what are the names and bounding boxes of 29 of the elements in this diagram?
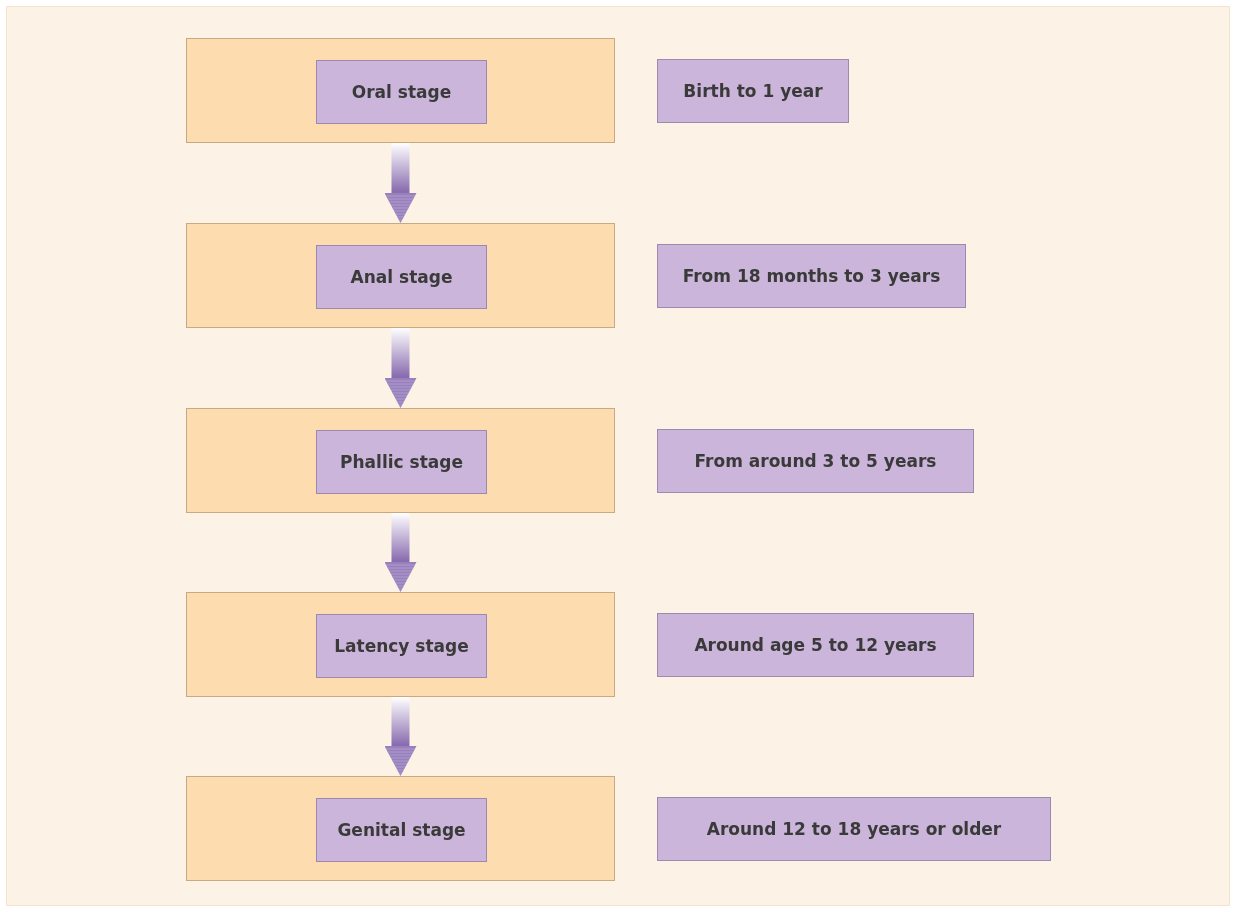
- stage-text: Around 12 to 18 years or older: [706, 819, 1002, 839]
- label-box: [316, 614, 487, 678]
- label-box: [316, 60, 487, 124]
- stage-text: Around age 5 to 12 years: [694, 635, 937, 655]
- stage-panel: [186, 38, 615, 143]
- stage-text: Oral stage: [351, 82, 452, 102]
- stage-panel: [186, 223, 615, 328]
- stage-panel: [186, 776, 615, 881]
- stage-panel: [186, 592, 615, 697]
- label-box: [657, 797, 1051, 861]
- stage-text: Anal stage: [350, 267, 453, 287]
- label-box: [657, 59, 849, 123]
- label-box: [657, 613, 974, 677]
- stage-text: From around 3 to 5 years: [694, 451, 937, 471]
- arrow: [384, 328, 417, 409]
- arrow: [384, 697, 417, 777]
- label-box: [657, 429, 974, 493]
- label-box: [657, 244, 966, 308]
- stage-text: Genital stage: [337, 820, 466, 840]
- stage-text: Birth to 1 year: [683, 81, 823, 101]
- stage-text: Phallic stage: [340, 452, 463, 472]
- label-box: [316, 245, 487, 309]
- arrow: [384, 513, 417, 593]
- stage-text: Latency stage: [334, 636, 469, 656]
- stage-panel: [186, 408, 615, 513]
- label-box: [316, 798, 487, 862]
- stage-text: From 18 months to 3 years: [682, 266, 941, 286]
- label-box: [316, 430, 487, 494]
- arrow: [384, 143, 417, 224]
